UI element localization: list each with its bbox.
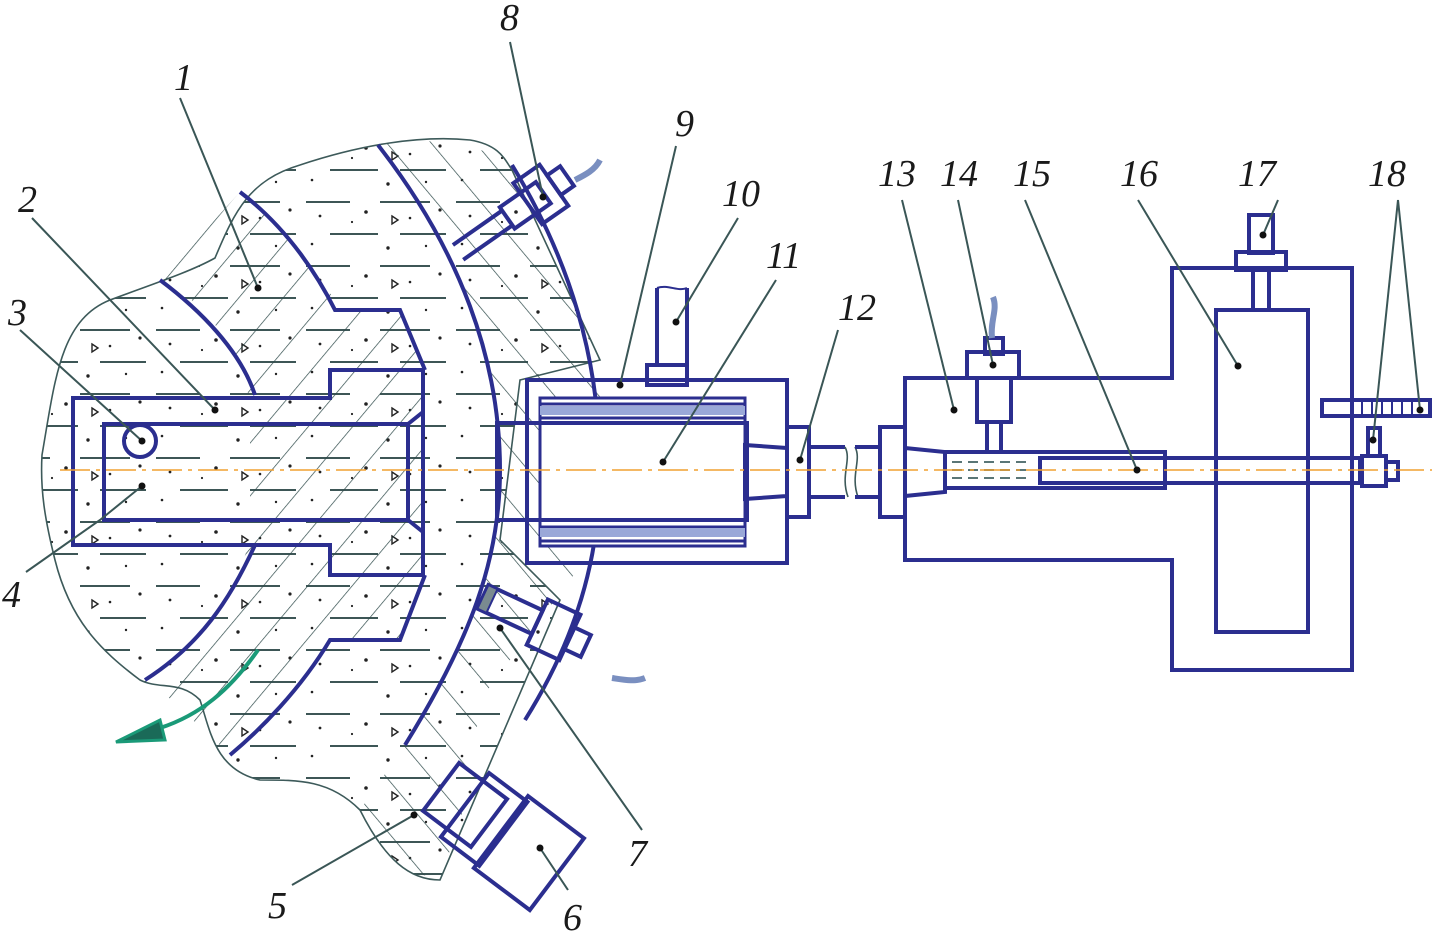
leader-dot-15 xyxy=(1133,466,1141,474)
right-housing-part-13 xyxy=(903,266,1362,672)
callout-label-14: 14 xyxy=(940,153,978,195)
leader-line-18b xyxy=(1397,199,1421,411)
sensor-17 xyxy=(1234,213,1288,312)
leader-line-8 xyxy=(509,41,544,198)
callout-label-1: 1 xyxy=(174,57,193,99)
leader-dot-9 xyxy=(616,381,624,389)
leader-line-3 xyxy=(19,329,143,442)
coupling-part-12 xyxy=(743,425,947,519)
leader-dot-8 xyxy=(539,193,547,201)
sensor-8 xyxy=(451,158,603,262)
leader-dot-6 xyxy=(536,844,544,852)
rotation-arrow-icon xyxy=(115,648,260,744)
leader-line-5 xyxy=(291,814,415,886)
leader-dot-11 xyxy=(659,458,667,466)
leader-dot-13 xyxy=(950,406,958,414)
leader-line-1 xyxy=(179,97,259,289)
leader-line-16 xyxy=(1137,199,1239,367)
coil-windings-top xyxy=(540,406,745,537)
callout-label-5: 5 xyxy=(268,885,287,927)
leader-line-11 xyxy=(662,279,777,463)
leader-line-7 xyxy=(499,627,643,831)
callout-label-9: 9 xyxy=(675,103,694,145)
callout-label-15: 15 xyxy=(1013,153,1051,195)
callout-label-11: 11 xyxy=(766,235,801,277)
callout-label-2: 2 xyxy=(18,179,37,221)
leader-dot-18a xyxy=(1369,436,1377,444)
leader-dot-17 xyxy=(1259,231,1267,239)
leader-line-9 xyxy=(619,145,677,386)
coil-assembly xyxy=(495,285,789,565)
leader-dot-2 xyxy=(211,406,219,414)
leader-line-10 xyxy=(675,217,739,323)
leader-dot-7 xyxy=(496,624,504,632)
leader-line-12 xyxy=(799,329,839,461)
callout-label-17: 17 xyxy=(1238,153,1278,195)
callout-label-6: 6 xyxy=(563,897,582,939)
leader-dot-12 xyxy=(796,456,804,464)
callout-label-4: 4 xyxy=(2,574,21,616)
callout-label-12: 12 xyxy=(838,287,876,329)
sensor-14 xyxy=(965,295,1021,454)
callout-label-8: 8 xyxy=(500,0,519,39)
leader-line-15 xyxy=(1024,199,1138,471)
leader-line-2 xyxy=(31,217,216,411)
leader-line-14 xyxy=(957,199,994,366)
leader-line-6 xyxy=(539,847,569,891)
leader-line-17 xyxy=(1262,199,1279,236)
leader-dot-10 xyxy=(672,318,680,326)
callout-label-18: 18 xyxy=(1368,153,1406,195)
leader-dot-1 xyxy=(254,284,262,292)
callout-leaders xyxy=(19,41,1424,891)
inner-arc-part xyxy=(143,190,427,757)
leader-line-18a xyxy=(1372,199,1399,441)
leader-dot-18b xyxy=(1416,406,1424,414)
callout-label-7: 7 xyxy=(628,833,649,875)
callout-label-10: 10 xyxy=(722,173,760,215)
sensor-7 xyxy=(474,582,647,684)
leader-dot-3 xyxy=(138,437,146,445)
leader-dot-4 xyxy=(138,482,146,490)
leader-line-13 xyxy=(901,199,955,411)
leader-dot-14 xyxy=(989,361,997,369)
leader-line-4 xyxy=(25,485,143,573)
callout-label-13: 13 xyxy=(878,153,916,195)
leader-dot-5 xyxy=(410,811,418,819)
sleeve-part-2 xyxy=(71,368,425,577)
callout-label-16: 16 xyxy=(1120,153,1158,195)
callout-label-3: 3 xyxy=(7,292,27,334)
leader-dot-16 xyxy=(1234,362,1242,370)
